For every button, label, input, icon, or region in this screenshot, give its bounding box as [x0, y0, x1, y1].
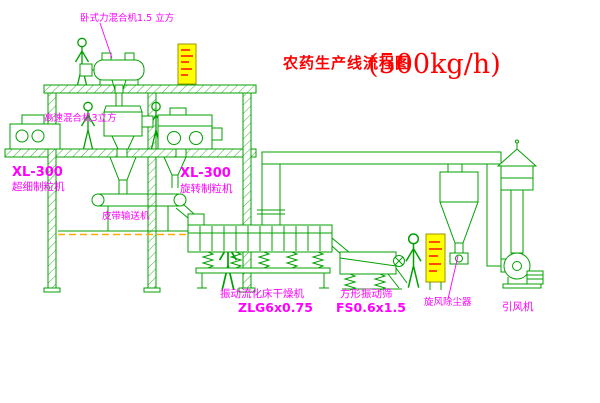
induced-draft-fan [496, 139, 544, 289]
label-granulator-left-name: 超细制粒机 [12, 180, 65, 193]
diagram-title: 农药生产线流程图 [282, 54, 411, 72]
cyclone-dust-collector [439, 171, 479, 265]
label-belt-conveyor: 皮带输送机 [102, 210, 150, 222]
high-speed-mixer [103, 105, 154, 194]
label-sieve-name: 方形振动筛 [340, 287, 393, 300]
worker-figure-ground-right [405, 233, 422, 289]
label-cyclone: 旋风除尘器 [424, 296, 472, 308]
label-fan: 引风机 [502, 300, 534, 313]
worker-figure-floor2-left [80, 101, 96, 150]
leader-lines [99, 22, 459, 300]
label-dryer-name: 振动流化床干燥机 [220, 287, 304, 300]
control-cabinet-right [425, 233, 446, 290]
worker-figure-roof [74, 37, 90, 86]
exhaust-duct [257, 151, 507, 273]
fine-granulator [9, 114, 61, 150]
label-granulator-left-model: XL-300 [12, 165, 63, 180]
label-high-speed-mixer: 高速混合机3立方 [44, 112, 117, 124]
label-sieve-model: FS0.6x1.5 [336, 300, 406, 315]
horizontal-mixer [79, 52, 145, 106]
fluid-bed-dryer [187, 213, 351, 289]
control-cabinet-top [177, 43, 197, 85]
label-granulator-center-name: 旋转制粒机 [180, 182, 233, 195]
vibrating-sieve [339, 251, 408, 291]
label-horizontal-mixer: 卧式力混合机1.5 立方 [80, 12, 174, 24]
belt-conveyor [58, 193, 195, 232]
label-dryer-model: ZLG6x0.75 [238, 300, 313, 315]
rotary-granulator [157, 107, 223, 188]
label-granulator-center-model: XL-300 [180, 166, 231, 181]
diagram-title-capacity: (500kg/h) [368, 49, 501, 80]
